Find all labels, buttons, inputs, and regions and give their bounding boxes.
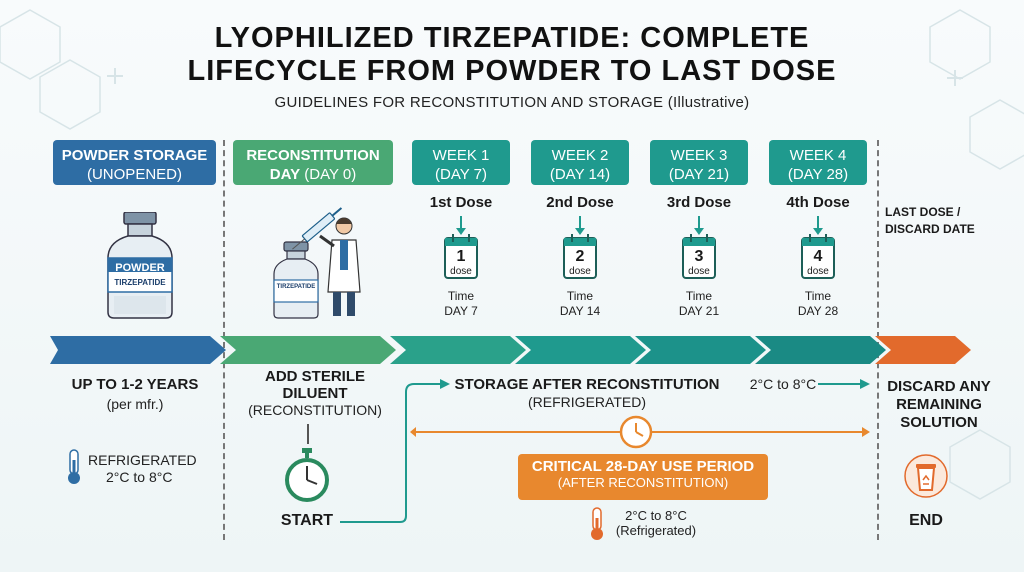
critical-period-box: CRITICAL 28-DAY USE PERIOD (AFTER RECONS…	[518, 454, 768, 500]
discard-line1: DISCARD ANY	[887, 378, 991, 395]
phase-recon-day0: (DAY 0)	[300, 166, 357, 183]
week-3-line2: (DAY 21)	[668, 166, 730, 183]
recon-connector	[307, 424, 309, 444]
scientist-vial-label: TIRZEPATIDE	[276, 284, 316, 290]
powder-years: UP TO 1-2 YEARS	[71, 376, 199, 393]
last-dose-line1: LAST DOSE /	[885, 205, 961, 219]
time-label-4-time: Time	[804, 289, 832, 303]
powder-refrigerated: REFRIGERATED	[88, 452, 197, 468]
separator-right	[877, 140, 879, 540]
thermometer-icon-orange	[591, 507, 603, 540]
phase-powder-line2: (UNOPENED)	[86, 166, 182, 183]
powder-vial-label-1: POWDER	[115, 262, 165, 274]
start-label: START	[280, 512, 334, 529]
week-3-line1: WEEK 3	[670, 147, 728, 164]
time-label-1-time: Time	[447, 289, 475, 303]
phase-week-3: WEEK 3 (DAY 21)	[650, 140, 748, 185]
calendar-icon-week-2	[563, 216, 597, 279]
time-label-2-time: Time	[566, 289, 594, 303]
title-line-1: LYOPHILIZED TIRZEPATIDE: COMPLETE	[214, 22, 810, 54]
dose-label-1: 1st Dose	[429, 194, 493, 211]
recycle-bin-icon	[904, 454, 948, 498]
phase-powder-storage: POWDER STORAGE (UNOPENED)	[53, 140, 216, 185]
recon-line2: DILUENT	[282, 385, 348, 402]
powder-per-mfr: (per mfr.)	[106, 396, 164, 412]
calendar-number-4: 4	[813, 248, 823, 265]
week-1-line2: (DAY 7)	[435, 166, 487, 183]
storage-therm-temp: 2°C to 8°C	[625, 508, 687, 523]
end-label: END	[909, 512, 943, 529]
scientist-with-syringe-icon	[273, 207, 361, 319]
dose-label-4: 4th Dose	[786, 194, 850, 211]
critical-line2: (AFTER RECONSTITUTION)	[557, 475, 729, 490]
powder-vial-label-2: TIRZEPATIDE	[114, 278, 166, 287]
phase-powder-line1: POWDER STORAGE	[61, 147, 208, 164]
powder-temp: 2°C to 8°C	[106, 469, 173, 485]
storage-temp: 2°C to 8°C	[749, 376, 817, 392]
last-dose-label: LAST DOSE / DISCARD DATE	[885, 204, 975, 238]
recon-line1: ADD STERILE	[264, 368, 365, 385]
discard-solution: DISCARD ANY REMAINING SOLUTION	[884, 378, 994, 432]
phase-recon-line1: RECONSTITUTION	[246, 147, 380, 164]
recon-line3: (RECONSTITUTION)	[248, 402, 382, 418]
clock-icon	[619, 415, 653, 449]
calendar-unit-3: dose	[688, 266, 710, 277]
week-2-line2: (DAY 14)	[549, 166, 611, 183]
calendar-unit-2: dose	[569, 266, 591, 277]
thermometer-icon	[68, 449, 80, 484]
calendar-unit-1: dose	[450, 266, 472, 277]
time-label-2-day: DAY 14	[559, 304, 601, 318]
discard-line3: SOLUTION	[900, 414, 978, 431]
storage-therm-note: (Refrigerated)	[615, 523, 697, 538]
recon-add-diluent: ADD STERILE DILUENT	[230, 368, 400, 402]
storage-title: STORAGE AFTER RECONSTITUTION	[454, 376, 720, 393]
dose-label-3: 3rd Dose	[666, 194, 732, 211]
calendar-icon-week-1	[444, 216, 478, 279]
week-4-line1: WEEK 4	[789, 147, 847, 164]
phase-week-4: WEEK 4 (DAY 28)	[769, 140, 867, 185]
last-dose-line2: DISCARD DATE	[885, 222, 975, 236]
calendar-unit-4: dose	[807, 266, 829, 277]
subtitle: GUIDELINES FOR RECONSTITUTION AND STORAG…	[274, 94, 750, 111]
week-1-line1: WEEK 1	[432, 147, 490, 164]
calendar-icon-week-4	[801, 216, 835, 279]
time-label-4-day: DAY 28	[797, 304, 839, 318]
phase-reconstitution-day: RECONSTITUTION DAY (DAY 0)	[233, 140, 393, 185]
time-label-3-time: Time	[685, 289, 713, 303]
discard-line2: REMAINING	[896, 396, 982, 413]
storage-refrigerated: (REFRIGERATED)	[528, 394, 646, 410]
calendar-number-1: 1	[456, 248, 466, 265]
title-line-2: LIFECYCLE FROM POWDER TO LAST DOSE	[187, 55, 837, 87]
timeline-band	[50, 336, 971, 364]
stopwatch-icon	[285, 448, 329, 502]
phase-week-2: WEEK 2 (DAY 14)	[531, 140, 629, 185]
powder-vial-icon	[107, 212, 173, 319]
calendar-number-3: 3	[694, 248, 704, 265]
week-4-line2: (DAY 28)	[787, 166, 849, 183]
calendar-number-2: 2	[575, 248, 585, 265]
week-2-line1: WEEK 2	[551, 147, 609, 164]
calendar-icon-week-3	[682, 216, 716, 279]
storage-therm-label: 2°C to 8°C (Refrigerated)	[606, 508, 706, 538]
time-label-3-day: DAY 21	[678, 304, 720, 318]
phase-recon-day: DAY	[269, 166, 301, 183]
time-label-1-day: DAY 7	[444, 304, 478, 318]
critical-line1: CRITICAL 28-DAY USE PERIOD	[531, 458, 755, 475]
dose-label-2: 2nd Dose	[546, 194, 614, 211]
phase-week-1: WEEK 1 (DAY 7)	[412, 140, 510, 185]
separator-left	[223, 140, 225, 540]
